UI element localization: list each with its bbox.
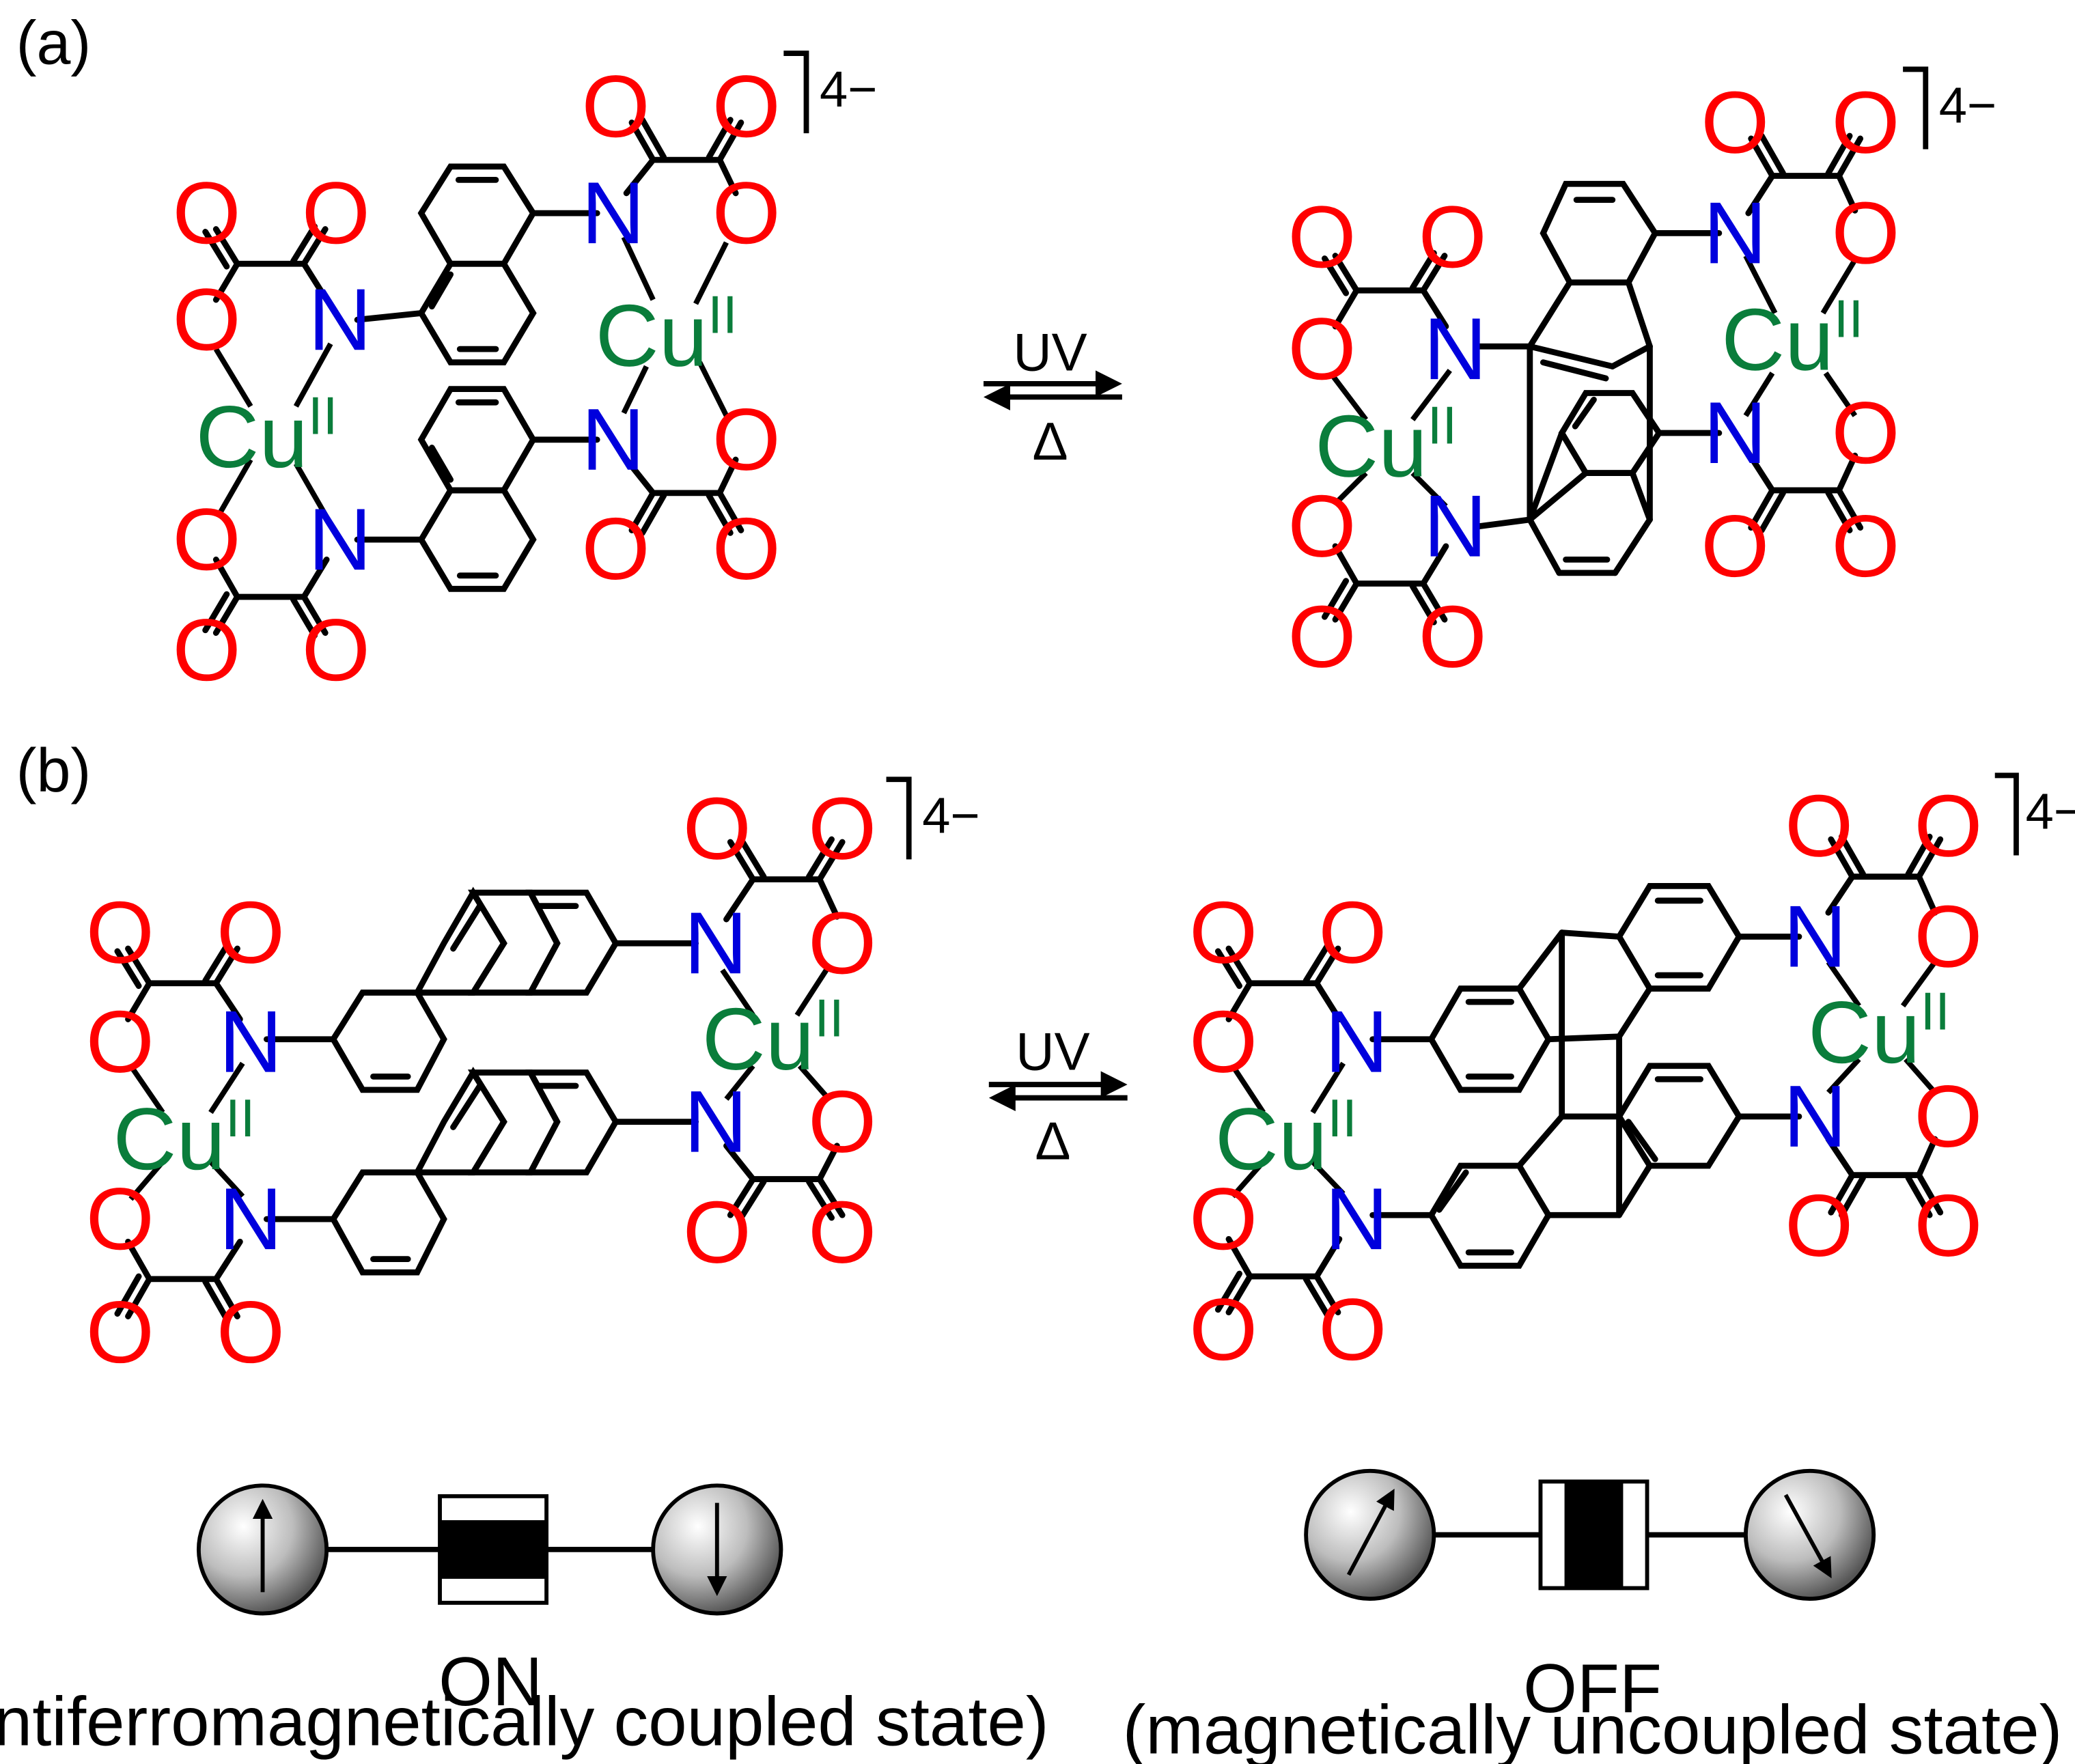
nitrogen-atom: N: [1703, 384, 1767, 482]
oxygen-atom: O: [1701, 73, 1769, 171]
oxygen-atom: O: [1419, 188, 1487, 286]
nitrogen-atom: N: [1703, 184, 1767, 282]
oxygen-atom: O: [1189, 884, 1257, 982]
reaction-arrows-b: UV Δ: [988, 1022, 1128, 1171]
coupler-block: [1564, 1481, 1624, 1588]
charge-label: 4−: [922, 787, 980, 843]
nitrogen-atom: N: [219, 1170, 282, 1268]
complex-a-left: 4−: [173, 51, 878, 699]
oxygen-atom: O: [1189, 993, 1257, 1091]
oxygen-atom: O: [217, 884, 285, 982]
charge-label: 4−: [820, 61, 878, 117]
oxygen-atom: O: [712, 391, 781, 489]
oxygen-atom: O: [712, 164, 781, 262]
nitrogen-atom: N: [1325, 1170, 1389, 1268]
oxygen-atom: O: [1914, 1177, 1982, 1275]
copper-atom: CuII: [195, 386, 337, 486]
oxygen-atom: O: [808, 779, 876, 878]
oxygen-atom: O: [302, 164, 370, 262]
device-off: OFF (magnetically uncoupled state): [1123, 1468, 2063, 1764]
oxygen-atom: O: [581, 500, 650, 598]
copper-atom: CuII: [596, 284, 738, 384]
heat-label: Δ: [1032, 411, 1068, 471]
nitrogen-atom: N: [1423, 477, 1487, 576]
copper-atom: CuII: [113, 1088, 255, 1188]
oxygen-atom: O: [86, 884, 154, 982]
oxygen-atom: O: [1831, 384, 1899, 482]
oxygen-atom: O: [808, 894, 876, 992]
oxygen-atom: O: [1318, 1280, 1387, 1379]
off-state-title: OFF: [1523, 1650, 1662, 1727]
nitrogen-atom: N: [1783, 887, 1847, 985]
oxygen-atom: O: [1914, 887, 1982, 985]
charge-label: 4−: [2026, 783, 2075, 839]
tilted-arrow-icon: [1783, 1494, 1832, 1579]
nitrogen-atom: N: [581, 391, 645, 489]
oxygen-atom: O: [1831, 73, 1899, 171]
oxygen-atom: O: [1914, 1067, 1982, 1166]
complex-b-right: 4−: [1189, 772, 2075, 1379]
oxygen-atom: O: [1287, 188, 1356, 286]
on-state-title: ON: [438, 1643, 542, 1720]
oxygen-atom: O: [808, 1073, 876, 1171]
oxygen-atom: O: [808, 1184, 876, 1282]
nitrogen-atom: N: [308, 270, 372, 369]
oxygen-atom: O: [1419, 588, 1487, 686]
nitrogen-atom: N: [308, 490, 372, 589]
heat-label: Δ: [1035, 1110, 1070, 1171]
off-state-description: (magnetically uncoupled state): [1123, 1691, 2063, 1764]
uv-label: UV: [1013, 322, 1087, 382]
oxygen-atom: O: [1785, 1177, 1853, 1275]
oxygen-atom: O: [1287, 588, 1356, 686]
oxygen-atom: O: [217, 1283, 285, 1382]
tilted-arrow-icon: [1346, 1488, 1395, 1576]
complex-a-right: 4−: [1287, 66, 1997, 686]
oxygen-atom: O: [173, 164, 241, 262]
oxygen-atom: O: [86, 1170, 154, 1268]
oxygen-atom: O: [1701, 497, 1769, 596]
nitrogen-atom: N: [219, 993, 282, 1091]
oxygen-atom: O: [86, 1283, 154, 1382]
nitrogen-atom: N: [684, 1073, 747, 1171]
device-on: ON (antiferromagnetically coupled state): [0, 1483, 1049, 1761]
oxygen-atom: O: [302, 601, 370, 699]
coupler-block: [440, 1520, 547, 1579]
copper-atom: CuII: [1215, 1088, 1357, 1188]
on-state-description: (antiferromagnetically coupled state): [0, 1683, 1049, 1761]
nitrogen-atom: N: [1325, 993, 1389, 1091]
panel-a-label: (a): [16, 10, 92, 78]
oxygen-atom: O: [173, 490, 241, 589]
oxygen-atom: O: [1785, 777, 1853, 876]
oxygen-atom: O: [1287, 300, 1356, 398]
oxygen-atom: O: [173, 270, 241, 369]
oxygen-atom: O: [712, 57, 781, 156]
oxygen-atom: O: [1287, 477, 1356, 576]
oxygen-atom: O: [1189, 1280, 1257, 1379]
copper-atom: CuII: [1721, 288, 1863, 389]
oxygen-atom: O: [581, 57, 650, 156]
copper-atom: CuII: [702, 988, 844, 1088]
copper-atom: CuII: [1315, 395, 1457, 495]
nitrogen-atom: N: [684, 894, 747, 992]
oxygen-atom: O: [173, 601, 241, 699]
oxygen-atom: O: [1831, 497, 1899, 596]
oxygen-atom: O: [1318, 884, 1387, 982]
complex-b-left: 4−: [86, 776, 980, 1382]
oxygen-atom: O: [1914, 777, 1982, 876]
reaction-arrows-a: UV Δ: [983, 322, 1122, 471]
copper-atom: CuII: [1808, 981, 1950, 1082]
uv-label: UV: [1016, 1022, 1089, 1082]
oxygen-atom: O: [1189, 1170, 1257, 1268]
oxygen-atom: O: [712, 500, 781, 598]
nitrogen-atom: N: [1423, 300, 1487, 398]
nitrogen-atom: N: [581, 164, 645, 262]
oxygen-atom: O: [86, 993, 154, 1091]
oxygen-atom: O: [1831, 184, 1899, 282]
oxygen-atom: O: [683, 1184, 751, 1282]
panel-b-label: (b): [16, 737, 92, 805]
nitrogen-atom: N: [1783, 1067, 1847, 1166]
oxygen-atom: O: [683, 779, 751, 878]
charge-label: 4−: [1939, 76, 1997, 133]
